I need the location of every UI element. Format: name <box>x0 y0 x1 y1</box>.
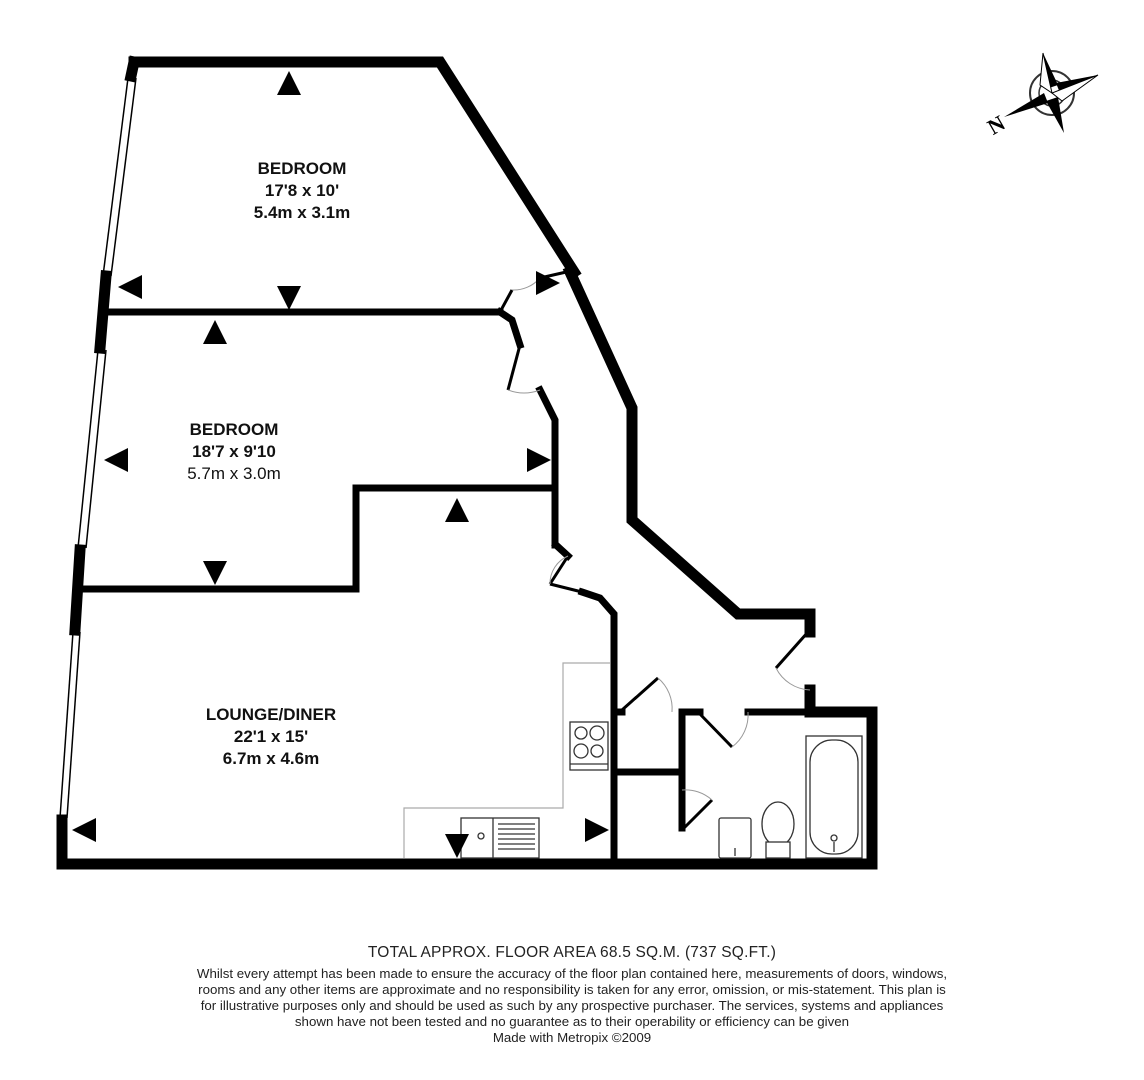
footer: TOTAL APPROX. FLOOR AREA 68.5 SQ.M. (737… <box>0 944 1144 1046</box>
room-dims-imperial: 17'8 x 10' <box>264 181 340 200</box>
room-label-bedroom-2: BEDROOM 18'7 x 9'10 5.7m x 3.0m <box>187 419 281 485</box>
disclaimer: Whilst every attempt has been made to en… <box>196 966 948 1029</box>
compass-rose-icon: N <box>983 52 1099 140</box>
total-floor-area: TOTAL APPROX. FLOOR AREA 68.5 SQ.M. (737… <box>367 944 777 961</box>
doors <box>498 268 810 830</box>
door-swings <box>507 277 811 801</box>
kitchen-counter <box>403 662 610 858</box>
internal-walls <box>76 307 814 868</box>
toilet <box>761 801 795 847</box>
room-dims-metric: 5.4m x 3.1m <box>253 203 351 222</box>
walls <box>56 55 878 870</box>
room-label-lounge-diner: LOUNGE/DINER 22'1 x 15' 6.7m x 4.6m <box>206 704 336 770</box>
room-name: BEDROOM <box>189 420 279 439</box>
room-name: LOUNGE/DINER <box>205 705 337 724</box>
basin <box>718 817 752 859</box>
made-with-credit: Made with Metropix ©2009 <box>492 1030 652 1045</box>
room-dims-imperial: 22'1 x 15' <box>233 727 309 746</box>
room-dims-metric: 6.7m x 4.6m <box>222 749 320 768</box>
bathroom-fixtures <box>718 735 863 859</box>
hob <box>569 721 609 771</box>
room-name: BEDROOM <box>257 159 347 178</box>
room-label-bedroom-1: BEDROOM 17'8 x 10' 5.4m x 3.1m <box>254 158 350 224</box>
compass-north-label: N <box>983 110 1009 140</box>
room-dims-imperial: 18'7 x 9'10 <box>192 442 276 461</box>
windows <box>59 77 137 819</box>
kitchen-sink <box>460 817 540 859</box>
room-dims-metric: 5.7m x 3.0m <box>187 464 281 483</box>
measure-arrows <box>72 71 609 858</box>
